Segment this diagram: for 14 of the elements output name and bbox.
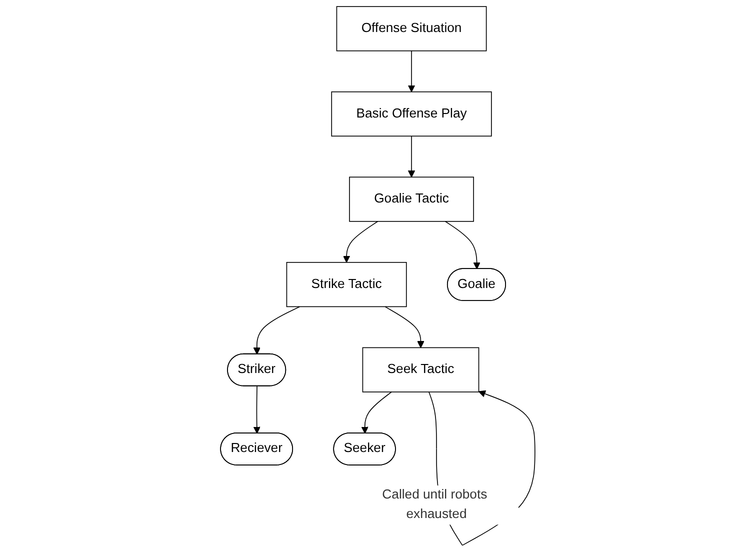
arrow xyxy=(343,221,378,263)
node-box: Basic Offense Play xyxy=(331,91,492,137)
arrow xyxy=(445,221,481,270)
arrow xyxy=(408,136,416,178)
node-box: Strike Tactic xyxy=(286,262,408,308)
arrow xyxy=(254,306,301,355)
arrow xyxy=(408,50,416,92)
arrow xyxy=(384,306,425,348)
arrow xyxy=(361,392,392,434)
node-box: Offense Situation xyxy=(336,6,487,52)
edge-label: Called until robots exhausted xyxy=(382,488,488,522)
arrow xyxy=(254,386,261,434)
node-box: Seek Tactic xyxy=(362,347,480,392)
node-box: Goalie Tactic xyxy=(349,176,474,222)
